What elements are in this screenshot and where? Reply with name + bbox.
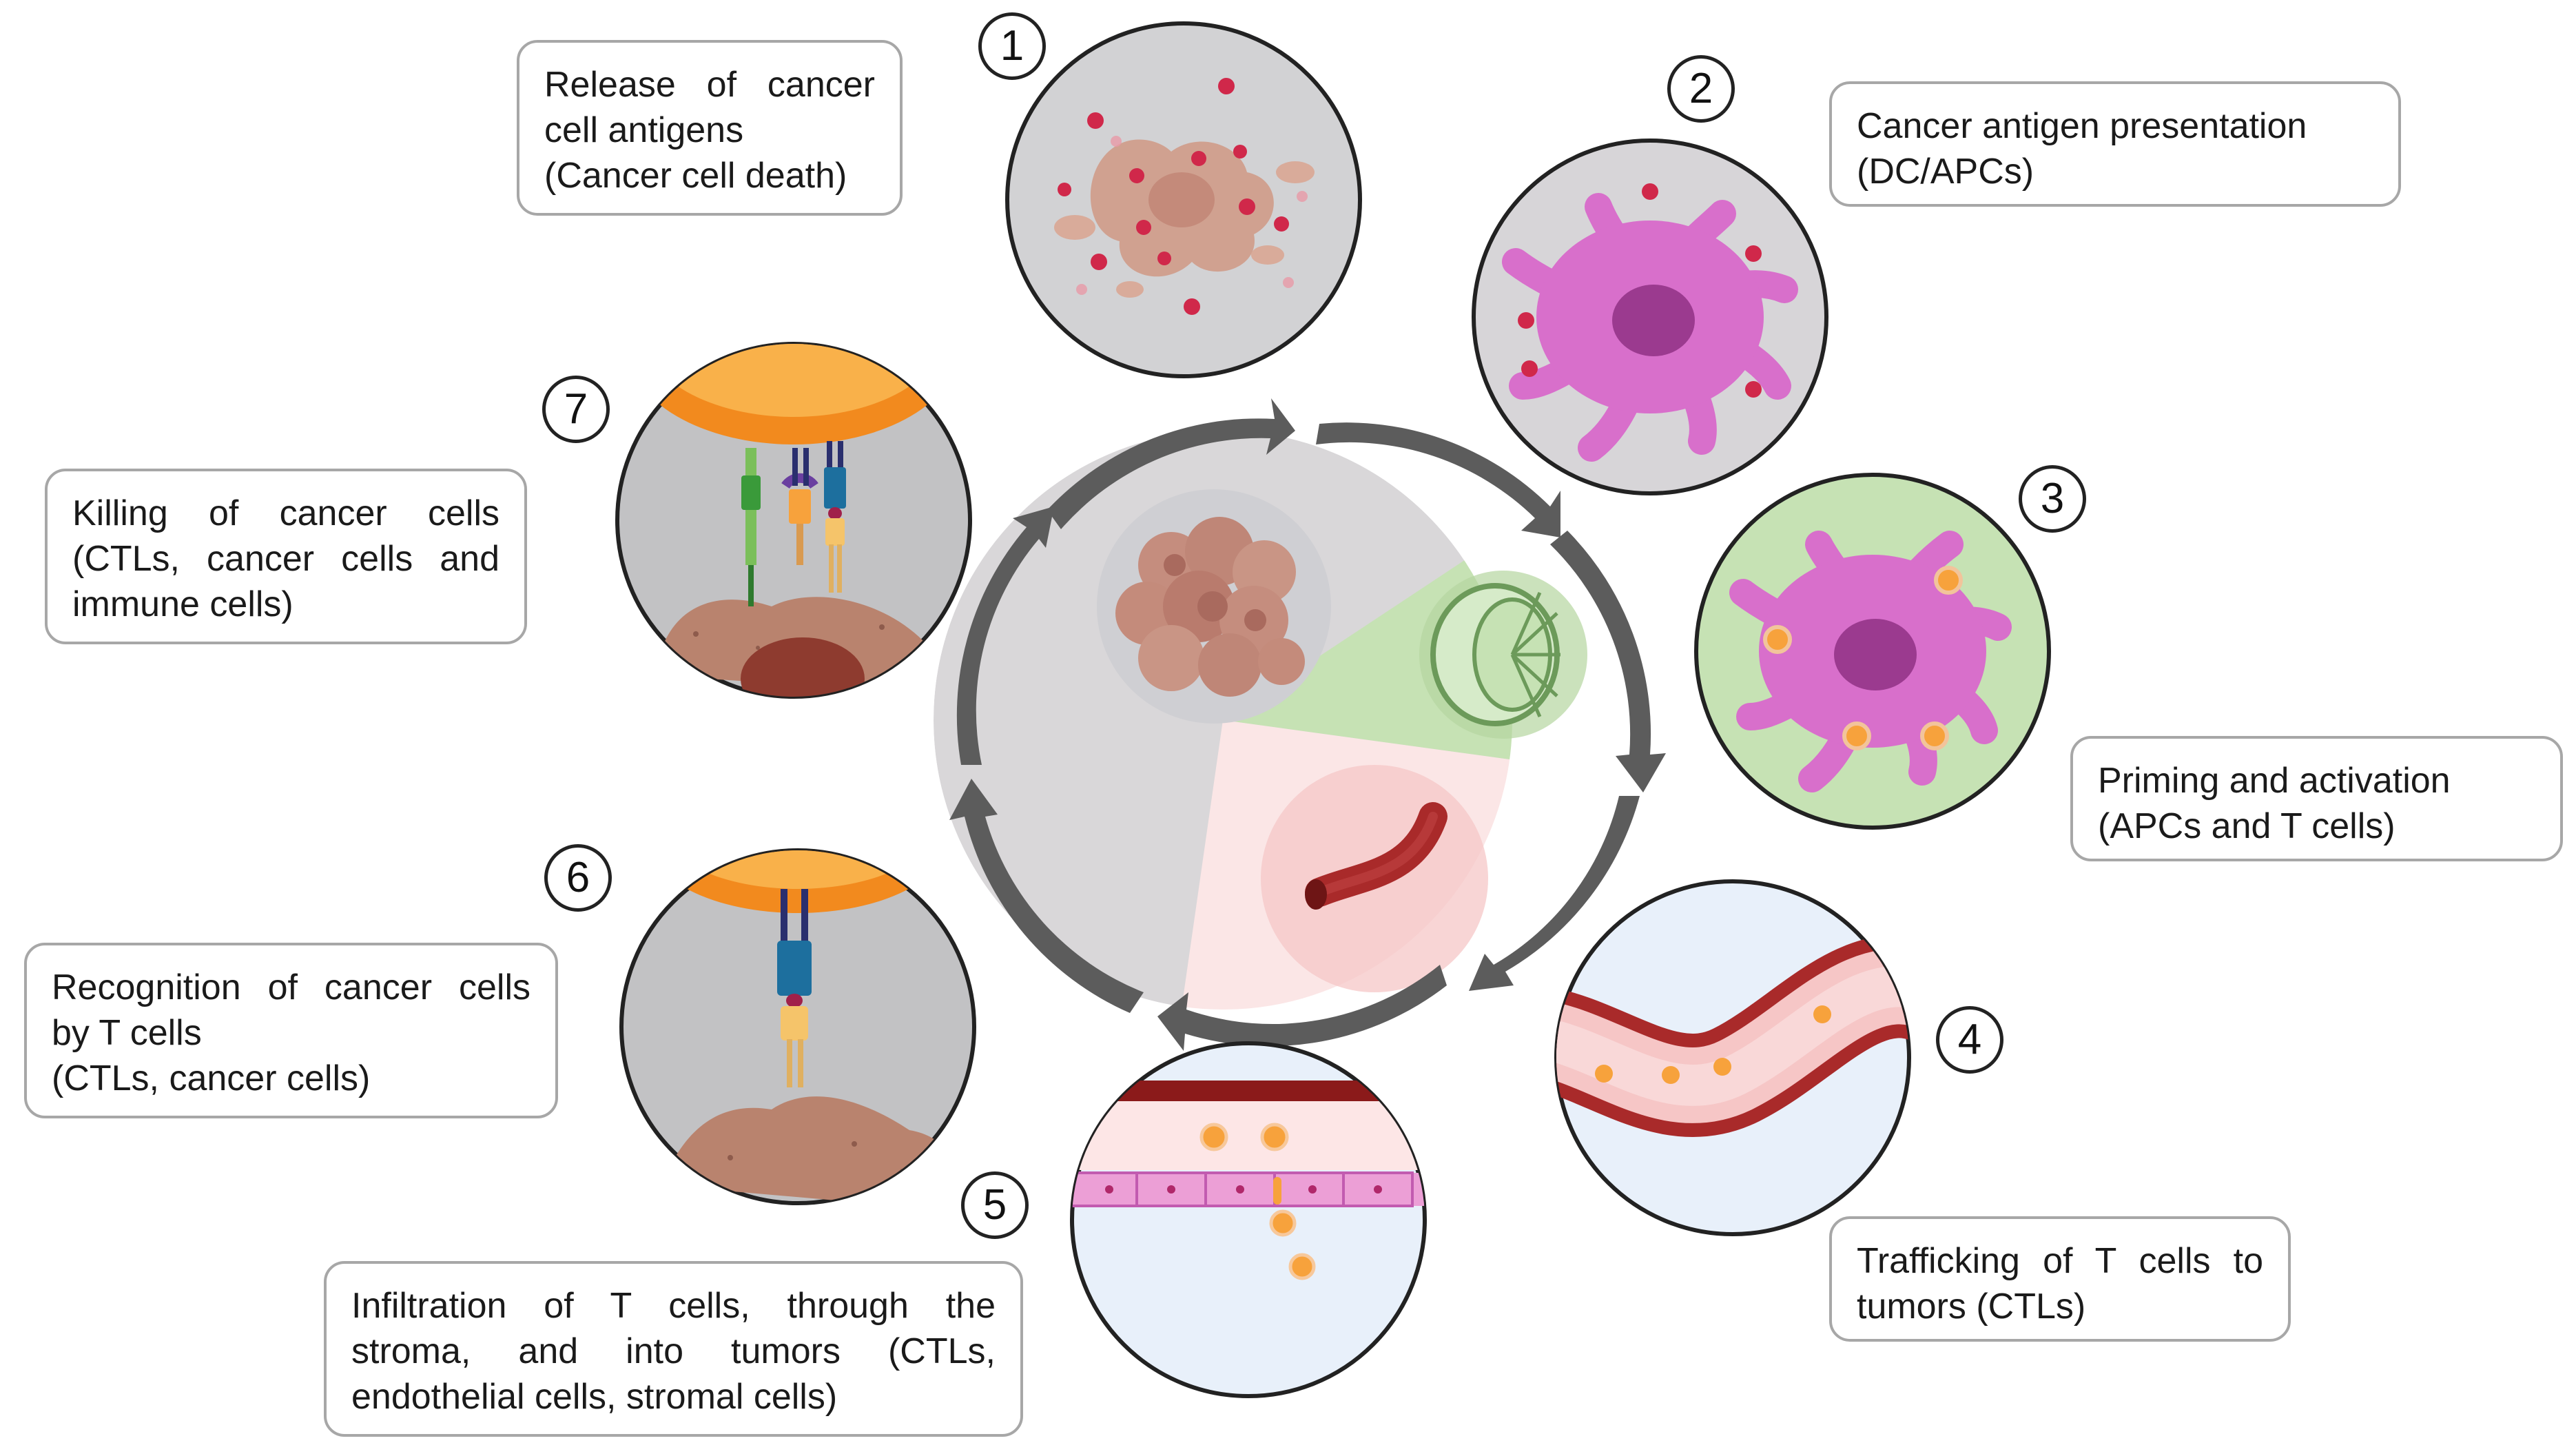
step7-label-box: Killing of cancer cells (CTLs, cancer ce… <box>45 469 527 644</box>
step7-label-line: (CTLs, cancer cells and <box>72 539 499 579</box>
cycle-arrows <box>949 398 1666 1051</box>
step1-label-box: Release of cancer cell antigens (Cancer … <box>517 40 903 216</box>
step3-priming-activation-illustration <box>1694 473 2051 830</box>
step4-label-box: Trafficking of T cells to tumors (CTLs) <box>1829 1216 2291 1342</box>
step2-label-line: Cancer antigen presentation <box>1857 106 2307 146</box>
step4-label-line: Trafficking of T cells to <box>1857 1241 2263 1281</box>
step6-label-line: (CTLs, cancer cells) <box>52 1058 371 1098</box>
step-number-3: 3 <box>2019 465 2086 533</box>
step-number-2: 2 <box>1667 55 1735 123</box>
step-number-1: 1 <box>978 12 1046 80</box>
step5-label-line: endothelial cells, stromal cells) <box>351 1377 838 1417</box>
antigen-dots <box>1058 78 1289 315</box>
step6-label-box: Recognition of cancer cells by T cells (… <box>24 943 558 1118</box>
step1-label-line: (Cancer cell death) <box>544 156 847 196</box>
step-number-6: 6 <box>544 844 612 912</box>
step5-infiltration-illustration <box>1070 1041 1427 1398</box>
step1-label-line: cell antigens <box>544 110 744 150</box>
step7-label-line: Killing of cancer cells <box>72 493 499 533</box>
step3-label-box: Priming and activation (APCs and T cells… <box>2070 736 2563 861</box>
step1-antigen-release-illustration <box>1005 21 1362 378</box>
step3-label-line: (APCs and T cells) <box>2098 806 2395 846</box>
step7-label-line: immune cells) <box>72 584 293 624</box>
step2-antigen-presentation-illustration <box>1472 139 1828 495</box>
center-blood-vessel <box>1261 765 1488 992</box>
tumor-cluster <box>1097 489 1331 724</box>
step4-label-line: tumors (CTLs) <box>1857 1287 2086 1327</box>
step3-label-line: Priming and activation <box>2098 761 2451 801</box>
step6-label-line: by T cells <box>52 1013 202 1053</box>
step-number-4: 4 <box>1936 1006 2003 1074</box>
step1-label-line: Release of cancer <box>544 65 875 105</box>
step5-label-line: stroma, and into tumors (CTLs, <box>351 1331 996 1371</box>
step5-label-box: Infiltration of T cells, through the str… <box>324 1261 1023 1437</box>
step2-label-line: (DC/APCs) <box>1857 152 2034 192</box>
step-number-5: 5 <box>961 1171 1029 1239</box>
step7-killing-illustration <box>615 342 972 699</box>
lymph-node <box>1419 571 1587 739</box>
step-number-7: 7 <box>542 376 610 443</box>
step6-label-line: Recognition of cancer cells <box>52 967 530 1007</box>
step2-label-box: Cancer antigen presentation (DC/APCs) <box>1829 81 2401 207</box>
step4-trafficking-illustration <box>1554 879 1911 1236</box>
step5-label-line: Infiltration of T cells, through the <box>351 1286 996 1326</box>
